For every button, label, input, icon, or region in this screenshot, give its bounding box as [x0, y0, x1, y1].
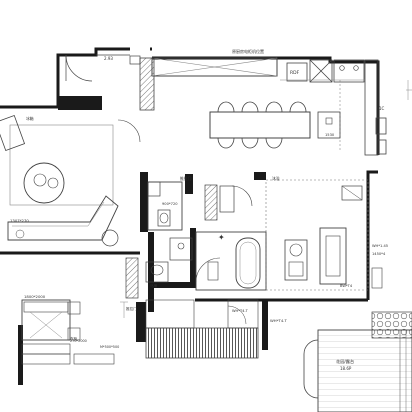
gym-note: BW*T4	[340, 284, 353, 288]
dimension-lines	[120, 80, 412, 318]
bath-label: 沐浴	[272, 176, 280, 181]
right-mark: 1C	[379, 106, 385, 111]
bedroom	[21, 257, 259, 365]
island-label: 1530	[325, 133, 335, 137]
small-dim: 270*2000	[70, 339, 87, 343]
wall-blocks	[18, 96, 268, 385]
terrace	[303, 311, 412, 412]
washroom-dim: 900*720	[162, 202, 178, 206]
mirror-note: WH*T4.T	[270, 318, 287, 323]
terrace-label: 花园/露台	[336, 358, 354, 365]
toilet-label: 马桶	[150, 283, 158, 288]
living-room	[0, 114, 141, 247]
fridge-label: RDF	[290, 70, 300, 76]
sofa-label: 1307*270	[10, 218, 29, 223]
washroom-door: 推拉门	[180, 176, 192, 181]
kitchen	[139, 57, 387, 156]
washroom	[147, 181, 253, 231]
living-cap1: 冰箱	[26, 116, 34, 121]
bottom-dim-2: M*500*500	[100, 345, 119, 349]
terrace-dim: 18.6P	[340, 366, 352, 371]
bed-note: 衣柜	[70, 336, 78, 341]
bottom-dim-1: WH*T4.T	[232, 309, 249, 313]
door-note: 推拉门	[126, 306, 137, 311]
gym-dim-1: WH*1.45	[372, 244, 388, 248]
gym-dim-2: 1450*4	[372, 252, 386, 256]
labels: 2.93 原厨房电柜机位置 RDF 1C 1530 冰箱 1307*270 推拉…	[10, 48, 388, 371]
top-cabinet-label: 原厨房电柜机位置	[232, 48, 264, 54]
gym-room	[265, 179, 383, 291]
svg-text:✦: ✦	[218, 233, 225, 242]
entrance	[65, 54, 141, 82]
top-dim-note: 2.93	[104, 56, 113, 61]
bathroom: ✦	[145, 231, 267, 291]
bed-dim: 1800*2000	[24, 294, 46, 299]
